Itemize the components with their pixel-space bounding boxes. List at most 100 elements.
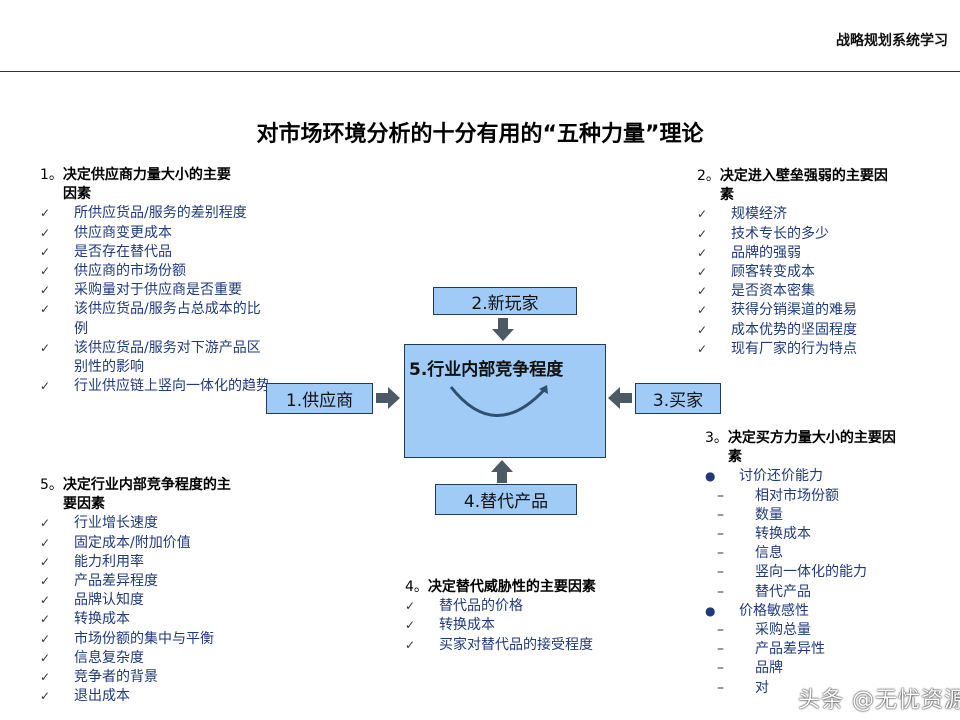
check-icon: ✓ <box>40 670 51 685</box>
check-icon: ✓ <box>40 554 51 569</box>
list-item-text: 替代品的价格 <box>439 598 523 615</box>
check-icon: ✓ <box>405 637 416 652</box>
list-item: ✓ 供应商的市场份额 <box>40 262 186 281</box>
list-group: ●讨价还价能力 <box>705 467 823 486</box>
buyers-box: 3.买家 <box>635 383 721 414</box>
list-item: ✓品牌认知度 <box>40 591 144 610</box>
list-item-text: 买家对替代品的接受程度 <box>439 636 593 653</box>
dash-icon: – <box>717 506 724 523</box>
check-icon: ✓ <box>40 244 51 259</box>
arrow-right-icon <box>376 387 400 409</box>
check-icon: ✓ <box>697 226 708 241</box>
check-icon: ✓ <box>40 264 51 279</box>
list-item: ✓成本优势的坚固程度 <box>697 321 857 340</box>
section-heading: 3。决定买方力量大小的主要因素 <box>705 429 945 467</box>
section-heading: 1。决定供应商力量大小的主要因素 <box>40 166 270 204</box>
list-item-text: 固定成本/附加价值 <box>74 534 191 551</box>
check-icon: ✓ <box>40 574 51 589</box>
list-item-text: 现有厂家的行为特点 <box>731 340 857 357</box>
check-icon: ✓ <box>40 593 51 608</box>
list-item-text: 转换成本 <box>755 526 811 543</box>
dash-icon: – <box>717 679 724 696</box>
list-item-text: 是否存在替代品 <box>74 243 172 260</box>
list-item: ✓ 产品差异程度 <box>40 572 158 591</box>
suppliers-box: 1.供应商 <box>266 383 373 414</box>
dash-icon: – <box>717 583 724 600</box>
check-icon: ✓ <box>697 245 708 260</box>
list-item-text: 数量 <box>755 506 783 523</box>
check-icon: ✓ <box>40 650 51 665</box>
list-item: ✓ 技术专长的多少 <box>697 225 829 244</box>
check-icon: ✓ <box>40 689 51 704</box>
list-item-text: 成本优势的坚固程度 <box>731 321 857 338</box>
list-item-text: 竞争者的背景 <box>74 669 158 686</box>
list-item-text: 对 <box>755 679 769 696</box>
list-item: ✓规模经济 <box>697 205 787 224</box>
bullet-icon: ● <box>705 469 716 484</box>
list-item: ✓市场份额的集中与平衡 <box>40 630 214 649</box>
check-icon: ✓ <box>40 302 51 317</box>
list-item-text: 转换成本 <box>439 617 495 634</box>
section-number: 4。 <box>405 579 428 595</box>
list-item-text: 信息 <box>755 545 783 562</box>
section-heading: 2。决定进入壁垒强弱的主要因素 <box>697 167 927 205</box>
section-heading-text: 决定买方力量大小的主要因 <box>727 430 896 446</box>
list-item: ✓ 转换成本 <box>405 616 495 635</box>
list-item: ✓该供应货品/服务对下游产品区别性的影响 <box>40 339 270 377</box>
watermark: 头条 @无忧资源 <box>798 688 960 713</box>
section-heading-text: 决定供应商力量大小的主要 <box>62 167 231 183</box>
check-icon: ✓ <box>40 535 51 550</box>
check-icon: ✓ <box>697 265 708 280</box>
section-number: 3。 <box>705 430 728 446</box>
list-item-text: 顾客转变成本 <box>731 264 815 281</box>
dash-icon: – <box>717 545 724 562</box>
list-group: ● 价格敏感性 <box>705 602 809 621</box>
list-item: ✓获得分销渠道的难易 <box>697 301 857 320</box>
list-item-text: 退出成本 <box>74 688 130 705</box>
check-icon: ✓ <box>40 612 51 627</box>
check-icon: ✓ <box>40 379 51 394</box>
list-item: ✓行业供应链上竖向一体化的趋势 <box>40 377 270 396</box>
list-item: ✓ 固定成本/附加价值 <box>40 534 191 553</box>
dash-icon: – <box>717 641 724 658</box>
list-item-text: 该供应货品/服务占总成本的比例 <box>74 301 261 337</box>
list-item-text: 技术专长的多少 <box>731 225 829 242</box>
section-heading-cont: 要因素 <box>63 496 105 513</box>
entry-barrier-factors: 2。决定进入壁垒强弱的主要因素✓规模经济 ✓ 技术专长的多少 ✓ 品牌的强弱 ✓ 顾客转变成… <box>697 167 927 359</box>
bullet-icon: ● <box>705 603 716 618</box>
list-item: –采购总量 <box>705 621 811 640</box>
section-heading: 5。决定行业内部竞争程度的主要因素 <box>40 476 270 514</box>
list-item: ✓能力利用率 <box>40 553 144 572</box>
list-item-text: 采购总量 <box>755 622 811 639</box>
check-icon: ✓ <box>405 618 416 633</box>
list-item-text: 替代产品 <box>755 583 811 600</box>
substitutes-box: 4.替代产品 <box>435 484 577 515</box>
list-item-text: 行业增长速度 <box>74 515 158 532</box>
list-item: ✓行业增长速度 <box>40 514 158 533</box>
list-item: ✓ 顾客转变成本 <box>697 263 815 282</box>
list-item-text: 供应商变更成本 <box>74 224 172 241</box>
check-icon: ✓ <box>40 225 51 240</box>
list-item-text: 规模经济 <box>731 206 787 223</box>
list-item-text: 产品差异性 <box>755 641 825 658</box>
section-heading-text: 决定进入壁垒强弱的主要因 <box>719 168 888 184</box>
section-heading: 4。决定替代威胁性的主要因素 <box>405 578 665 597</box>
list-item-text: 供应商的市场份额 <box>74 263 186 280</box>
substitute-factors: 4。决定替代威胁性的主要因素✓替代品的价格✓转换成本✓买家对替代品的接受程度 <box>405 578 665 655</box>
list-item-text: 竖向一体化的能力 <box>755 564 867 581</box>
list-item-text: 获得分销渠道的难易 <box>731 302 857 319</box>
list-item-text: 产品差异程度 <box>74 573 158 590</box>
slide-title: 对市场环境分析的十分有用的“五种力量”理论 <box>256 122 704 147</box>
group-label: 价格敏感性 <box>739 602 809 619</box>
section-heading-cont: 素 <box>720 187 734 204</box>
list-item-text: 该供应货品/服务对下游产品区别性的影响 <box>74 339 261 376</box>
list-item-text: 相对市场份额 <box>755 487 839 504</box>
dash-icon: – <box>717 487 724 504</box>
list-item: ✓ 品牌的强弱 <box>697 244 801 263</box>
list-item-text: 品牌的强弱 <box>731 244 801 261</box>
section-heading-cont: 素 <box>728 449 742 466</box>
rivalry-factors: 5。决定行业内部竞争程度的主要因素✓行业增长速度✓固定成本/附加价值✓能力利用率… <box>40 476 270 706</box>
list-item: ✓ 该供应货品/服务占总成本的比例 <box>40 300 270 338</box>
list-item: ✓现有厂家的行为特点 <box>697 340 857 359</box>
arrow-up-icon <box>491 460 513 483</box>
